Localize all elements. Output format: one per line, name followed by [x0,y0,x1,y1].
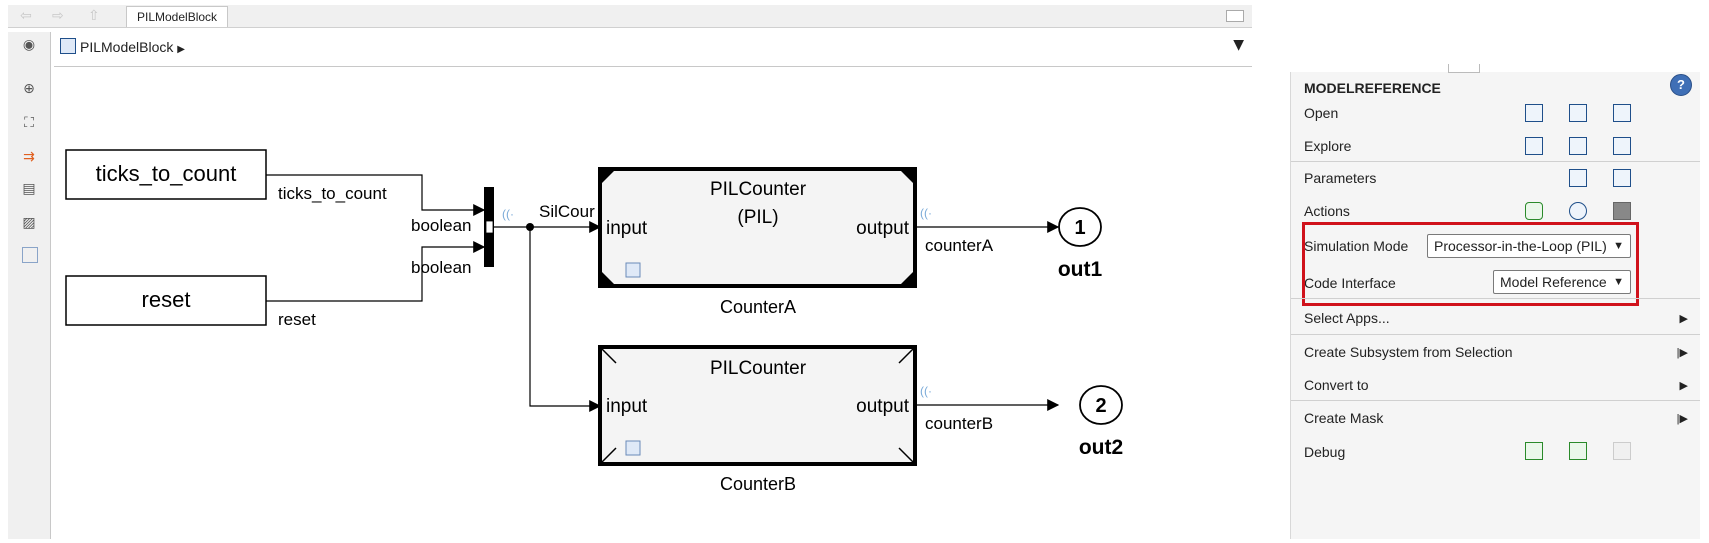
wifi-icon: ((· [502,207,514,221]
ticks-to-count-block[interactable] [65,149,267,200]
context-menu: MODELREFERENCE ? Open Explore Parameters… [1290,64,1700,539]
to-counterB-line[interactable] [529,227,602,412]
silcounter-label: SilCour [539,202,595,221]
ticks-to-count-label: ticks_to_count [96,161,237,186]
reset-signal-line[interactable] [266,241,486,302]
menu-tab [1448,64,1480,73]
diagram: ticks_to_count reset ticks_to_count rese… [65,149,1123,494]
explorer-bar: ⇦ ⇨ ⇧ PILModelBlock [8,5,1252,28]
model-explorer-icon[interactable] [1525,137,1543,155]
counterA-name: CounterA [720,297,796,317]
out1-port[interactable] [1058,207,1102,247]
out2-port[interactable] [1079,385,1123,425]
wifi-icon: ((· [920,206,932,220]
boolean-label-1: boolean [411,216,472,235]
counterA-input-port: input [606,218,648,239]
counterA-signal-label: counterA [925,236,994,255]
property-inspector-icon[interactable] [1613,137,1631,155]
out2-number: 2 [1095,395,1106,417]
out2-name: out2 [1079,436,1123,459]
annotation-icon[interactable]: ▤ [22,181,36,197]
chevron-down-icon: ▼ [1613,276,1624,288]
submenu-arrow-icon: ▶ [1679,380,1688,392]
ticks-signal-label: ticks_to_count [278,184,387,203]
boolean-label-2: boolean [411,258,472,277]
chevron-down-icon: ▼ [1613,240,1624,252]
zoom-icon[interactable]: ⊕ [23,81,35,97]
menu-item-actions[interactable]: Actions [1304,203,1350,219]
debug-disabled-icon [1613,442,1631,460]
area-icon[interactable] [22,247,38,263]
code-interface-select[interactable]: Model Reference▼ [1493,270,1631,294]
shield-icon[interactable] [1613,202,1631,220]
signal-icon[interactable] [1569,202,1587,220]
image-icon[interactable]: ▨ [22,215,36,231]
counterB-name: CounterB [720,474,796,494]
submenu-arrow-icon: ▶ [1679,313,1688,325]
open-new-window-icon[interactable] [1613,104,1631,122]
counterB-title: PILCounter [710,358,807,379]
debug-breakpoint-icon[interactable] [1525,442,1543,460]
menu-item-select-apps[interactable]: Select Apps... [1304,310,1390,326]
address-dropdown-icon[interactable]: ▼ [1233,37,1244,53]
debug-step-icon[interactable] [1569,442,1587,460]
refresh-icon[interactable] [1525,202,1543,220]
menu-item-debug[interactable]: Debug [1304,444,1346,460]
menu-item-create-mask[interactable]: Create Mask [1304,410,1384,426]
block-parameters-icon[interactable] [1569,169,1587,187]
menu-item-explore[interactable]: Explore [1304,138,1352,154]
counterA-title: PILCounter [710,179,807,200]
open-new-tab-icon[interactable] [1569,104,1587,122]
keyboard-icon[interactable] [1226,10,1244,22]
back-icon[interactable]: ⇦ [20,8,32,24]
up-icon[interactable]: ⇧ [88,8,100,24]
menu-item-convert-to[interactable]: Convert to [1304,377,1369,393]
mux-port [485,220,494,234]
model-icon [60,38,76,54]
signal-flow-icon[interactable]: ⇉ [23,149,35,165]
menu-item-open[interactable]: Open [1304,105,1339,121]
left-toolbar: ◉ ⊕ ⛶ ⇉ ▤ ▨ [8,32,51,539]
counterA-output-port: output [856,218,910,239]
counterB-output-port: output [856,396,910,417]
out1-name: out1 [1058,258,1103,281]
reset-block[interactable] [65,275,267,326]
diagram-canvas[interactable]: ticks_to_count reset ticks_to_count rese… [54,67,1252,539]
model-ref-icon [625,440,641,456]
counterB-signal-label: counterB [925,414,993,433]
properties-list-icon[interactable] [1613,169,1631,187]
counterA-subtitle: (PIL) [737,207,778,228]
data-explorer-icon[interactable] [1569,137,1587,155]
fit-to-view-icon[interactable]: ⛶ [24,115,34,131]
highlight-box [1302,222,1639,306]
model-ref-icon [625,262,641,278]
split-arrow-icon[interactable]: |▶ [1676,413,1688,425]
wifi-icon: ((· [920,384,932,398]
simulation-mode-select[interactable]: Processor-in-the-Loop (PIL)▼ [1427,234,1631,258]
counterB-input-port: input [606,396,648,417]
model-editor: ⇦ ⇨ ⇧ PILModelBlock ◉ ⊕ ⛶ ⇉ ▤ ▨ PILModel… [8,0,1252,539]
open-icon[interactable] [1525,104,1543,122]
reset-signal-label: reset [278,310,316,329]
code-interface-label: Code Interface [1304,275,1396,291]
counterB-block[interactable] [598,345,917,466]
menu-item-create-subsystem[interactable]: Create Subsystem from Selection [1304,344,1513,360]
split-arrow-icon[interactable]: |▶ [1676,347,1688,359]
menu-item-parameters[interactable]: Parameters [1304,170,1377,186]
reset-label: reset [142,287,191,312]
sim-mode-label: Simulation Mode [1304,238,1409,254]
address-path[interactable]: PILModelBlock ▶ [80,39,185,55]
ticks-signal-line[interactable] [266,174,486,216]
forward-icon[interactable]: ⇨ [52,8,64,24]
out1-number: 1 [1074,217,1085,239]
help-icon[interactable]: ? [1670,74,1692,96]
hide-browser-icon[interactable]: ◉ [22,37,36,53]
model-tab[interactable]: PILModelBlock [126,6,229,27]
menu-section-header: MODELREFERENCE [1304,80,1441,96]
address-bar[interactable]: PILModelBlock ▶ ▼ [54,32,1252,67]
